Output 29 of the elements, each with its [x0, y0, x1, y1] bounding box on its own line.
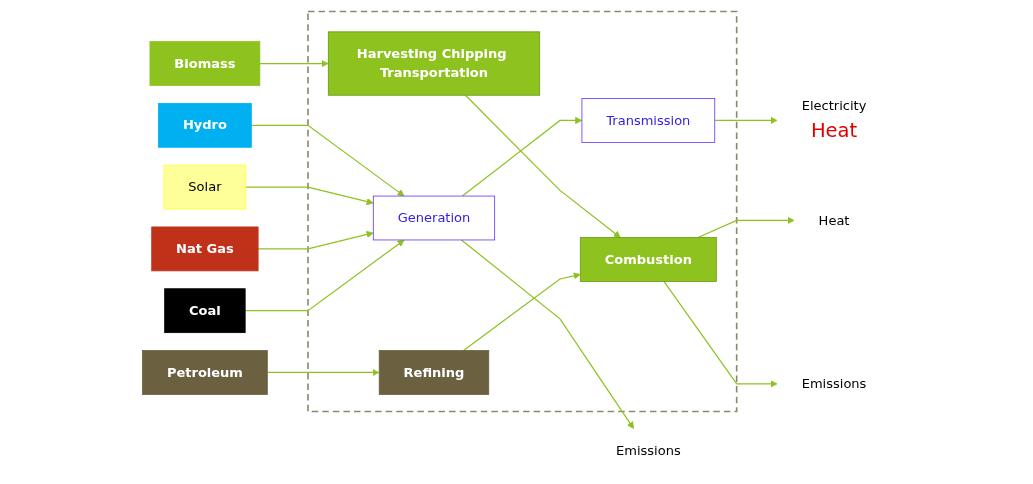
arrow — [245, 186, 374, 206]
arrow — [257, 230, 374, 250]
node-box: Harvesting Chipping Transportation — [327, 31, 540, 96]
arrow — [244, 239, 405, 312]
arrow — [464, 94, 621, 238]
node-box: Transmission — [581, 98, 715, 143]
arrow — [266, 368, 380, 377]
node-box: Biomass — [149, 41, 261, 86]
arrow — [259, 59, 329, 68]
arrow — [461, 116, 583, 197]
node-box: Solar — [163, 164, 247, 210]
node-text: Heat — [818, 212, 850, 228]
node-box: Generation — [372, 195, 495, 241]
node-text: Emissions — [801, 375, 867, 392]
cluster — [307, 10, 738, 413]
arrow — [250, 124, 405, 197]
node-box: Petroleum — [141, 350, 268, 395]
node-text: Electricity Heat — [801, 97, 867, 142]
arrow — [460, 239, 634, 429]
node-box: Hydro — [157, 102, 252, 148]
node-box: Coal — [164, 288, 246, 334]
arrow — [714, 116, 778, 124]
node-box: Combustion — [579, 237, 717, 282]
arrow — [462, 272, 581, 352]
arrow — [697, 216, 795, 239]
arrow — [663, 280, 778, 388]
node-box: Nat Gas — [151, 226, 259, 272]
node-text: Emissions — [615, 442, 681, 458]
node-box: Refining — [378, 350, 490, 395]
